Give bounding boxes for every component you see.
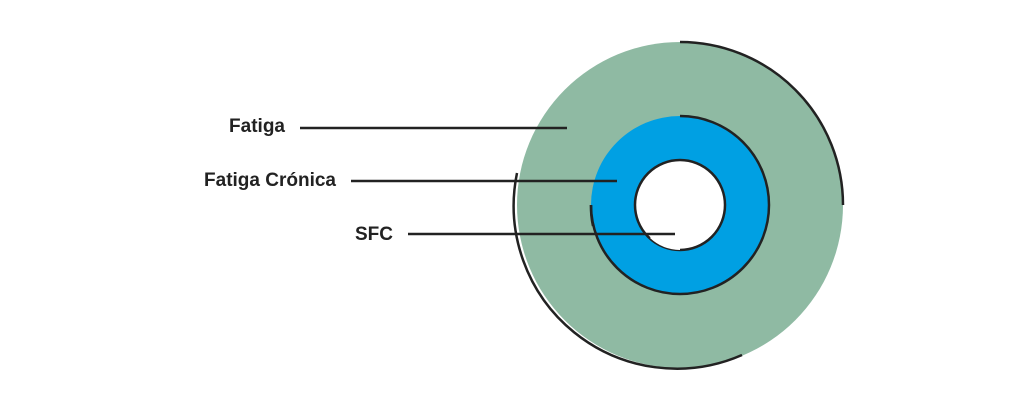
sfc-sector [650,205,680,250]
fatiga-cronica-boundary-arc-top-right [679,114,771,206]
fatiga-label: Fatiga [229,116,285,137]
fatiga-cronica-boundary-arc-right-left [589,204,771,296]
fatiga-boundary-arc-left-bottom [512,172,743,370]
fatiga-cronica-boundary-arc-left-extension [589,204,595,227]
fatiga-boundary-arc-top-right [679,40,845,206]
fatiga-cronica-label: Fatiga Crónica [204,170,336,191]
sfc-label: SFC [355,224,393,245]
